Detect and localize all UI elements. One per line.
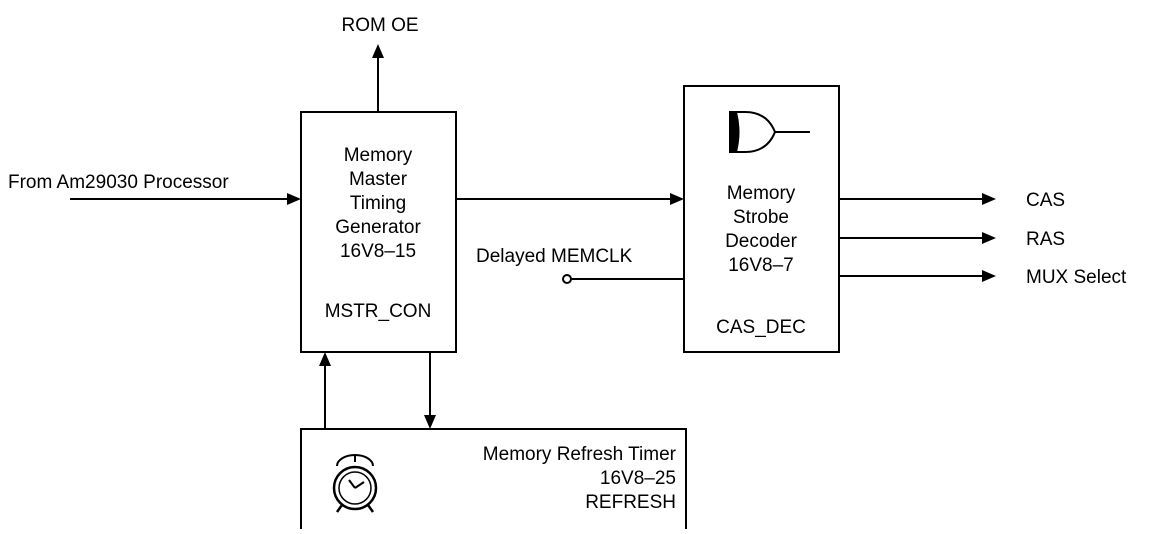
mux-select-output-connection: MUX Select	[839, 267, 1127, 288]
master-timing-line-4: Generator	[335, 217, 421, 238]
strobe-decoder-box	[683, 85, 840, 353]
or-gate-icon	[729, 111, 810, 153]
master-timing-line-2: Master	[349, 169, 408, 190]
ras-label: RAS	[1026, 229, 1065, 250]
refresh-timer-title: Memory Refresh Timer	[483, 444, 677, 465]
master-timing-generator-block: Memory Master Timing Generator 16V8–15 M…	[300, 111, 457, 353]
refresh-timer-instance-name: REFRESH	[585, 492, 676, 513]
strobe-decoder-line-3: Decoder	[725, 231, 797, 252]
cas-output-connection: CAS	[839, 190, 1065, 211]
strobe-decoder-part-number: 16V8–7	[728, 255, 794, 276]
refresh-to-master-connection	[319, 352, 331, 429]
master-timing-line-1: Memory	[344, 145, 413, 166]
cas-label: CAS	[1026, 190, 1065, 211]
strobe-decoder-line-1: Memory	[727, 183, 796, 204]
refresh-timer-box	[300, 428, 687, 529]
master-timing-box	[300, 111, 457, 353]
ras-output-connection: RAS	[839, 229, 1065, 250]
refresh-timer-block: Memory Refresh Timer 16V8–25 REFRESH	[300, 428, 687, 529]
rom-oe-label: ROM OE	[341, 15, 418, 36]
processor-input-connection: From Am29030 Processor	[8, 172, 301, 205]
mux-select-label: MUX Select	[1026, 267, 1127, 288]
master-to-decoder-connection	[456, 193, 684, 205]
delayed-memclk-connection: Delayed MEMCLK	[476, 246, 684, 284]
master-to-refresh-connection	[424, 352, 436, 429]
refresh-timer-part-number: 16V8–25	[600, 468, 676, 489]
master-timing-line-3: Timing	[350, 193, 406, 214]
rom-oe-connection: ROM OE	[341, 15, 419, 112]
alarm-clock-icon	[332, 454, 378, 513]
strobe-decoder-block: Memory Strobe Decoder 16V8–7 CAS_DEC	[683, 85, 840, 353]
master-timing-part-number: 16V8–15	[340, 241, 416, 262]
strobe-decoder-instance-name: CAS_DEC	[716, 317, 806, 338]
delayed-memclk-label: Delayed MEMCLK	[476, 246, 633, 267]
strobe-decoder-line-2: Strobe	[733, 207, 789, 228]
master-timing-instance-name: MSTR_CON	[325, 301, 432, 322]
processor-input-label: From Am29030 Processor	[8, 172, 229, 193]
